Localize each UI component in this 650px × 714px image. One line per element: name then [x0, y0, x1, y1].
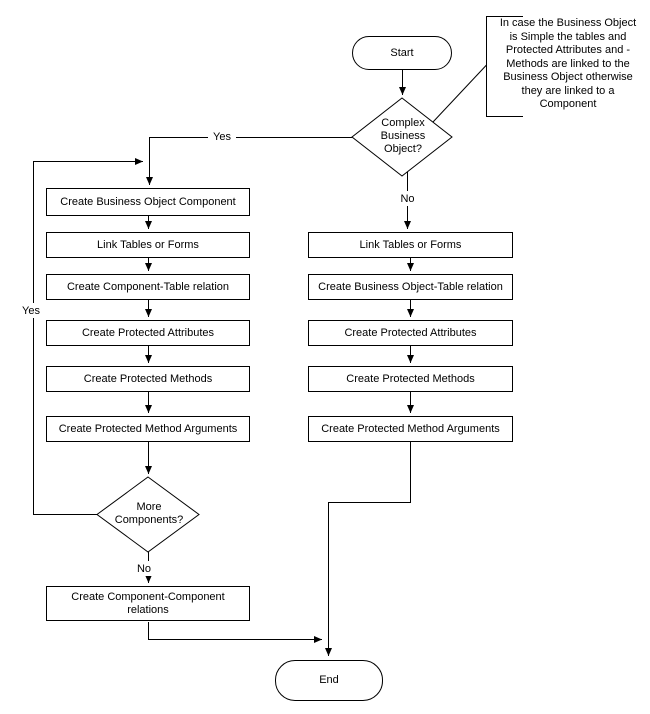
edge-label-more-yes: Yes — [16, 303, 46, 318]
process-link-tables-or-forms-right: Link Tables or Forms — [308, 232, 513, 258]
note-connector-line — [432, 64, 487, 123]
complex-business-object-decision-label: Complex Business Object? — [380, 117, 426, 155]
edge-label-complex-no: No — [396, 191, 419, 206]
note-annotation-text: In case the Business Object is Simple th… — [499, 17, 637, 110]
process-create-protected-methods-right: Create Protected Methods — [308, 366, 513, 392]
edge-label-complex-yes: Yes — [208, 129, 236, 144]
process-create-protected-attributes-left: Create Protected Attributes — [46, 320, 250, 346]
more-components-decision-label: More Components? — [114, 501, 184, 526]
complex-business-object-diamond — [351, 97, 453, 177]
end-node: End — [275, 660, 383, 701]
process-create-business-object-table-relation: Create Business Object-Table relation — [308, 274, 513, 300]
edge-label-more-no: No — [132, 561, 156, 576]
process-create-protected-methods-left: Create Protected Methods — [46, 366, 250, 392]
process-create-protected-method-arguments-right: Create Protected Method Arguments — [308, 416, 513, 442]
edge-more-yes-loop — [33, 158, 143, 515]
process-create-component-table-relation: Create Component-Table relation — [46, 274, 250, 300]
process-create-protected-attributes-right: Create Protected Attributes — [308, 320, 513, 346]
edge-complex-yes — [146, 137, 352, 185]
edge-right-to-end — [325, 442, 411, 656]
process-create-business-object-component: Create Business Object Component — [46, 188, 250, 216]
note-bracket — [486, 16, 523, 117]
process-create-protected-method-arguments-left: Create Protected Method Arguments — [46, 416, 250, 442]
process-create-component-component-relations: Create Component-Component relations — [46, 586, 250, 621]
edge-left-to-merge — [148, 622, 322, 643]
start-node: Start — [352, 36, 452, 70]
process-link-tables-or-forms-left: Link Tables or Forms — [46, 232, 250, 258]
